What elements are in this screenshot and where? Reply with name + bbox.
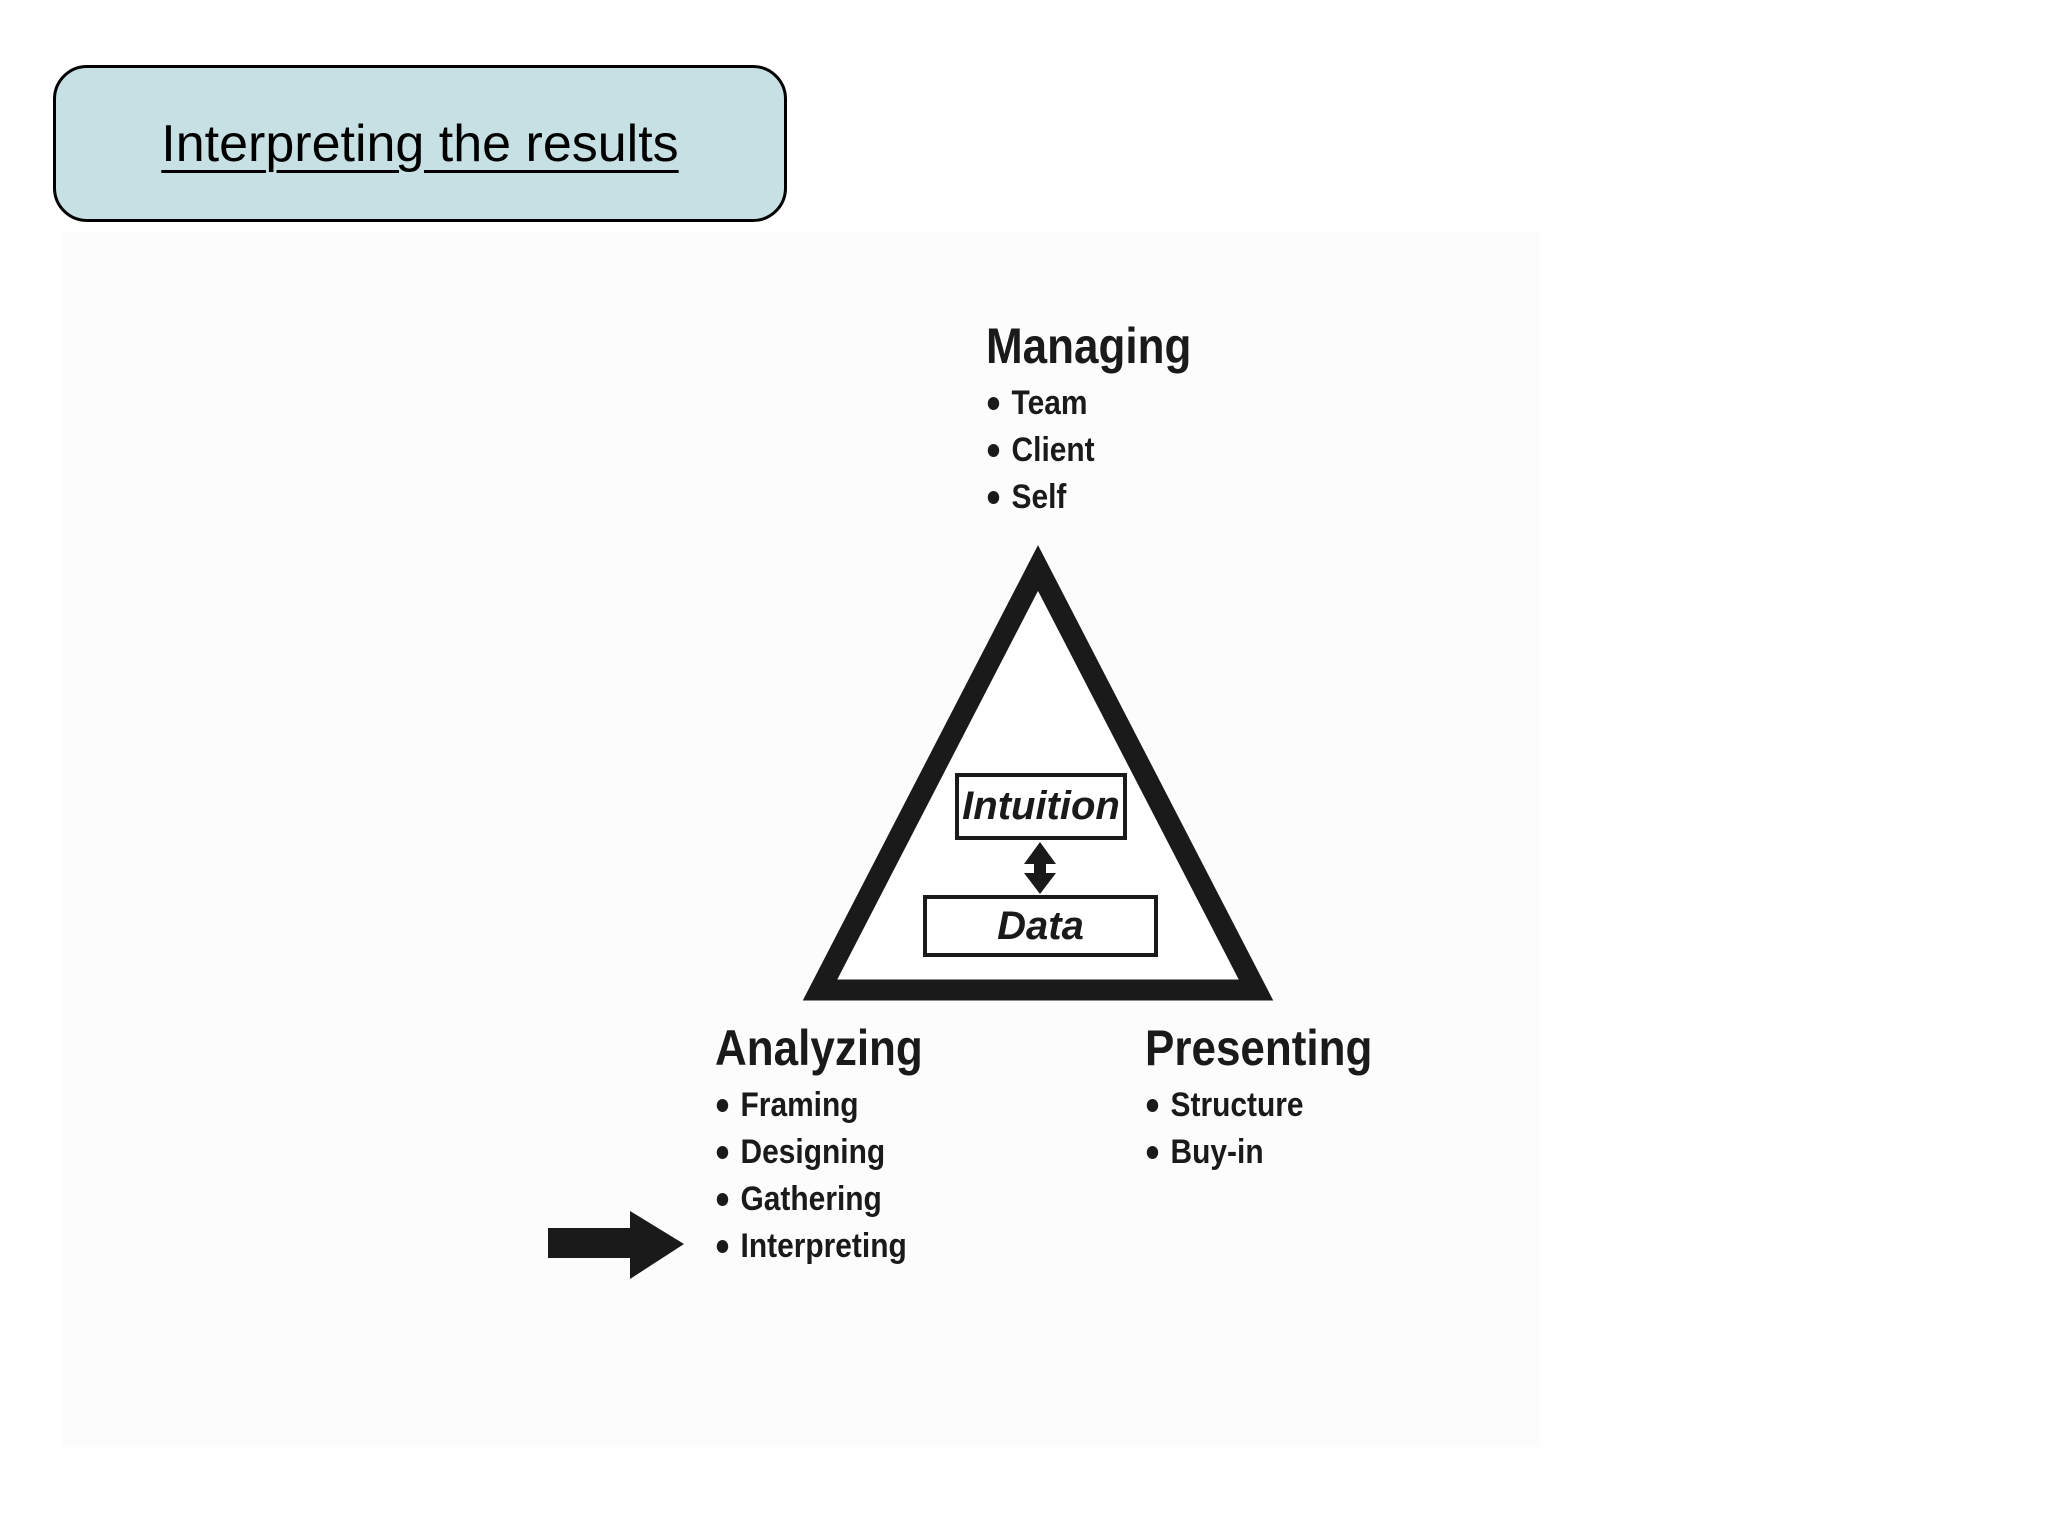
list-item: Buy-in	[1145, 1129, 1372, 1176]
corner-heading-analyzing: Analyzing	[715, 1020, 923, 1076]
bullet-dot-icon	[716, 1193, 729, 1206]
bullet-list-analyzing: Framing Designing Gathering Interpreting	[715, 1082, 923, 1270]
corner-analyzing: Analyzing Framing Designing Gathering In…	[715, 1020, 923, 1270]
bullet-dot-icon	[716, 1240, 729, 1253]
bullet-dot-icon	[1146, 1099, 1159, 1112]
double-arrow-icon	[1024, 842, 1056, 894]
bullet-label: Team	[1011, 384, 1088, 422]
data-label: Data	[997, 903, 1084, 948]
bullet-label: Gathering	[740, 1180, 882, 1218]
list-item: Self	[986, 474, 1191, 521]
list-item: Gathering	[715, 1176, 923, 1223]
corner-presenting: Presenting Structure Buy-in	[1145, 1020, 1372, 1176]
data-box: Data	[923, 895, 1158, 957]
corner-heading-presenting: Presenting	[1145, 1020, 1373, 1076]
intuition-label: Intuition	[962, 784, 1120, 828]
bullet-label: Client	[1011, 431, 1095, 469]
bullet-label: Framing	[740, 1086, 859, 1124]
bullet-dot-icon	[987, 397, 1000, 410]
list-item: Client	[986, 427, 1191, 474]
pointer-arrow-icon	[548, 1211, 684, 1279]
list-item: Designing	[715, 1129, 923, 1176]
list-item-pointer-target: Interpreting	[715, 1223, 923, 1270]
intuition-box: Intuition	[955, 773, 1127, 840]
bullet-label: Buy-in	[1170, 1133, 1264, 1171]
slide-title: Interpreting the results	[161, 114, 679, 173]
scanned-figure-region	[62, 232, 1540, 1447]
bullet-list-presenting: Structure Buy-in	[1145, 1082, 1372, 1176]
bullet-dot-icon	[716, 1099, 729, 1112]
bullet-label: Designing	[740, 1133, 886, 1171]
bullet-dot-icon	[987, 491, 1000, 504]
bullet-dot-icon	[1146, 1146, 1159, 1159]
bullet-dot-icon	[987, 444, 1000, 457]
bullet-dot-icon	[716, 1146, 729, 1159]
bullet-label: Structure	[1170, 1086, 1304, 1124]
bullet-label: Interpreting	[740, 1227, 907, 1265]
bullet-list-managing: Team Client Self	[986, 380, 1191, 521]
corner-managing: Managing Team Client Self	[986, 318, 1191, 521]
list-item: Structure	[1145, 1082, 1372, 1129]
slide-title-box: Interpreting the results	[53, 65, 787, 222]
list-item: Framing	[715, 1082, 923, 1129]
bullet-label: Self	[1011, 478, 1067, 516]
corner-heading-managing: Managing	[986, 318, 1192, 374]
list-item: Team	[986, 380, 1191, 427]
